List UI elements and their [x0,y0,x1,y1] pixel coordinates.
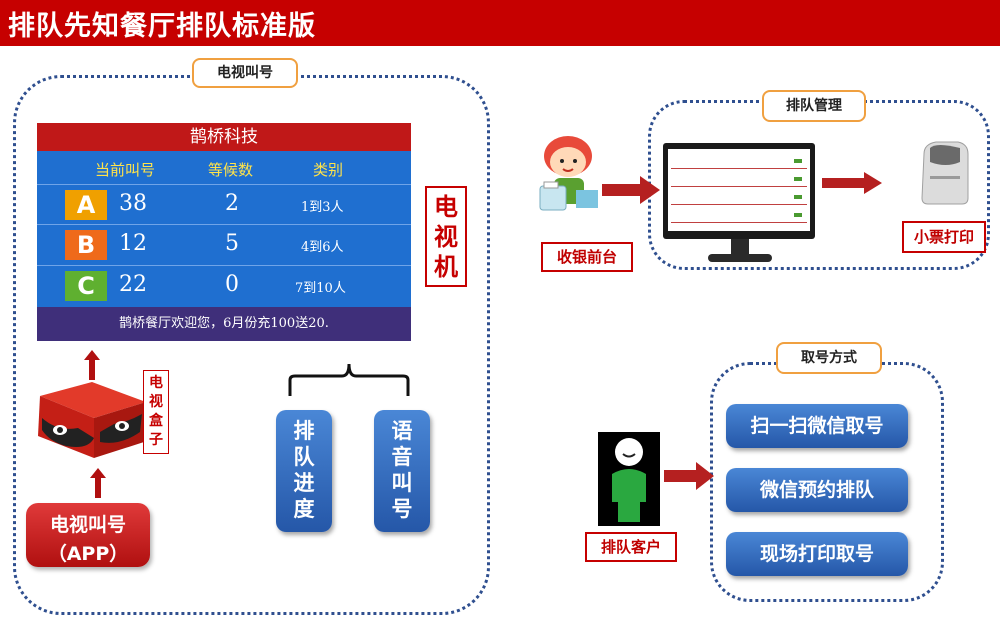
arrow-up-icon [90,468,106,498]
onsite-print-ticket-button[interactable]: 现场打印取号 [726,532,908,576]
tv-box-label-char: 子 [149,432,163,448]
queue-management-label: 排队管理 [762,90,866,122]
tv-label-char: 视 [434,223,458,251]
tv-col-waiting: 等候数 [208,161,254,179]
queue-current-number: 12 [119,231,147,256]
cashier-icon [539,136,598,211]
arrow-up-icon [84,350,100,380]
ticket-methods-label: 取号方式 [776,342,882,374]
tv-box-icon [38,382,146,458]
feature-char: 号 [391,497,413,521]
queue-letter-badge: A [65,190,107,220]
tv-calling-app-button[interactable]: 电视叫号 （APP） [26,503,150,567]
tv-label-char: 机 [434,253,458,281]
tv-col-current: 当前叫号 [95,161,156,179]
printer-icon [921,141,969,205]
tv-box-label: 电 视 盒 子 [143,370,169,454]
tv-box-label-char: 视 [149,394,163,410]
monitor-icon [663,143,815,239]
cashier-label: 收银前台 [541,242,633,272]
tv-divider [37,265,411,266]
tv-divider [37,224,411,225]
feature-char: 度 [293,497,315,521]
monitor-stand [731,239,749,255]
feature-char: 排 [293,419,315,443]
scan-wechat-ticket-button[interactable]: 扫一扫微信取号 [726,404,908,448]
feature-char: 进 [293,471,315,495]
customer-icon [598,432,660,526]
arrow-right-icon [822,172,882,194]
tv-label-char: 电 [434,193,458,221]
queue-category: 1到3人 [301,200,344,215]
ticket-printer-label: 小票打印 [902,221,986,253]
tv-company-name: 鹊桥科技 [37,123,411,151]
queue-waiting-count: 0 [225,272,239,297]
tv-col-category: 类别 [313,161,344,179]
app-button-subtitle: （APP） [47,543,129,565]
queue-current-number: 22 [119,272,147,297]
tv-label: 电 视 机 [425,186,467,287]
curly-brace-icon [288,363,410,396]
queue-letter-badge: C [65,271,107,301]
feature-char: 叫 [391,471,413,495]
queue-letter-badge: B [65,230,107,260]
header-bar: 排队先知餐厅排队标准版 [0,0,1000,46]
queue-current-number: 38 [119,191,147,216]
wechat-reservation-button[interactable]: 微信预约排队 [726,468,908,512]
feature-char: 语 [391,419,413,443]
app-button-title: 电视叫号 [49,514,126,536]
tv-calling-label: 电视叫号 [192,58,298,88]
queue-category: 4到6人 [301,240,344,255]
arrow-right-icon [664,462,714,490]
queue-progress-feature: 排 队 进 度 [276,410,332,532]
customer-label: 排队客户 [585,532,677,562]
page-title: 排队先知餐厅排队标准版 [8,11,316,42]
tv-box-label-char: 盒 [149,413,163,429]
feature-char: 音 [391,445,413,469]
voice-calling-feature: 语 音 叫 号 [374,410,430,532]
arrow-right-icon [602,176,660,204]
tv-box-label-char: 电 [149,375,163,391]
feature-char: 队 [293,445,315,469]
queue-waiting-count: 5 [225,231,239,256]
monitor-base [708,254,772,262]
tv-welcome-message: 鹊桥餐厅欢迎您，6月份充100送20. [37,307,411,341]
queue-category: 7到10人 [295,281,346,296]
queue-waiting-count: 2 [225,191,239,216]
tv-screen: 鹊桥科技 当前叫号 等候数 类别 A 38 2 1到3人 B 12 5 4到6人… [37,123,411,341]
tv-divider [37,184,411,185]
